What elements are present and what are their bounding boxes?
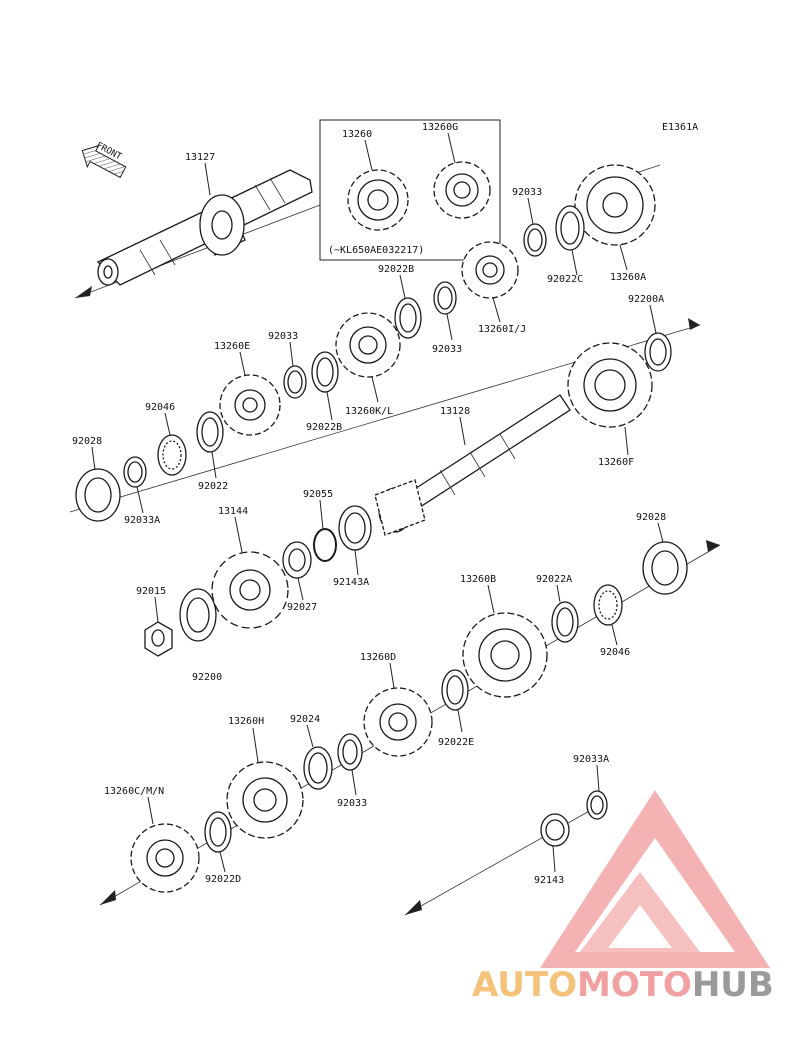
gear-13260	[347, 169, 409, 231]
ring-92022C	[555, 205, 585, 251]
ring-92022B-top	[394, 297, 422, 339]
label-92022-left: 92022	[198, 481, 228, 492]
ring-92033-left	[283, 365, 307, 399]
ring-92200A	[644, 332, 672, 372]
watermark-logo	[540, 790, 770, 968]
ring-92033-low	[337, 733, 363, 771]
bearing-92046-left	[157, 434, 187, 476]
watermark-moto: MOTO	[577, 965, 692, 1005]
ring-92033-mid	[433, 281, 457, 315]
part-labels: E1361A (~KL650AE032217) 13127 13260 1326…	[72, 122, 698, 886]
label-92033-mid: 92033	[432, 344, 462, 355]
gear-13260CMN	[130, 823, 200, 893]
watermark-hub: HUB	[692, 965, 774, 1005]
gear-13260F	[567, 342, 653, 428]
label-92022B-top: 92022B	[378, 264, 414, 275]
gear-13260D	[363, 687, 433, 757]
svg-text:AUTOMOTOHUB: AUTOMOTOHUB	[472, 965, 774, 1005]
label-13127: 13127	[185, 152, 215, 163]
watermark-auto: AUTO	[472, 965, 577, 1005]
oring-92055	[313, 528, 337, 562]
box-note: (~KL650AE032217)	[328, 245, 424, 256]
label-92022E: 92022E	[438, 737, 474, 748]
label-92200: 92200	[192, 672, 222, 683]
nut-92015	[144, 621, 173, 657]
ring-92022-left	[196, 411, 224, 453]
label-92033-left: 92033	[268, 331, 298, 342]
ring-92033A-right	[586, 790, 608, 820]
label-13260B: 13260B	[460, 574, 496, 585]
main-shaft-13127	[96, 169, 313, 286]
label-92015: 92015	[136, 586, 166, 597]
gear-13260G	[433, 161, 491, 219]
ring-92022D	[204, 811, 232, 853]
label-13128: 13128	[440, 406, 470, 417]
ring-92022B-low	[311, 351, 339, 393]
label-92033A-left: 92033A	[124, 515, 160, 526]
front-arrow-icon	[81, 144, 127, 179]
label-13144: 13144	[218, 506, 248, 517]
collar-92143	[540, 813, 570, 847]
bearing-92028-left	[75, 468, 121, 522]
gear-13260IJ	[461, 241, 519, 299]
label-92046-right: 92046	[600, 647, 630, 658]
gear-13260KL	[335, 312, 401, 378]
label-13260G: 13260G	[422, 122, 458, 133]
ring-92022E	[441, 669, 469, 711]
label-92024: 92024	[290, 714, 320, 725]
drive-shaft-13128	[374, 394, 571, 536]
label-13260H: 13260H	[228, 716, 264, 727]
label-92200A: 92200A	[628, 294, 664, 305]
label-13260D: 13260D	[360, 652, 396, 663]
collar-92027	[282, 541, 312, 579]
label-92143: 92143	[534, 875, 564, 886]
label-92033-low: 92033	[337, 798, 367, 809]
label-13260A: 13260A	[610, 272, 646, 283]
label-92022A: 92022A	[536, 574, 572, 585]
ring-92033A-left	[123, 456, 147, 488]
label-13260E: 13260E	[214, 341, 250, 352]
ring-92022A	[551, 601, 579, 643]
ref-code: E1361A	[662, 122, 698, 133]
watermark-text: AUTOMOTOHUB	[472, 965, 774, 1005]
leader-lines	[91, 132, 664, 873]
ring-92024	[303, 746, 333, 790]
label-92143A: 92143A	[333, 577, 369, 588]
label-13260KL: 13260K/L	[345, 406, 393, 417]
label-13260CMN: 13260C/M/N	[104, 786, 164, 797]
label-92046-left: 92046	[145, 402, 175, 413]
label-13260: 13260	[342, 129, 372, 140]
sprocket-13144	[211, 551, 289, 629]
inset-box	[319, 119, 501, 261]
label-92027: 92027	[287, 602, 317, 613]
label-92055: 92055	[303, 489, 333, 500]
label-92022C: 92022C	[547, 274, 583, 285]
ring-92143A	[338, 505, 372, 551]
ring-92033-top	[523, 223, 547, 257]
label-92033A-right: 92033A	[573, 754, 609, 765]
label-92022B-low: 92022B	[306, 422, 342, 433]
gear-13260E	[219, 374, 281, 436]
label-92033-top: 92033	[512, 187, 542, 198]
label-92028-left: 92028	[72, 436, 102, 447]
label-13260F: 13260F	[598, 457, 634, 468]
gear-13260A	[574, 164, 656, 246]
bearing-92028-right	[642, 541, 688, 595]
washer-92200	[179, 588, 217, 642]
gear-13260H	[226, 761, 304, 839]
label-92028-right: 92028	[636, 512, 666, 523]
label-92022D: 92022D	[205, 874, 241, 885]
label-13260IJ: 13260I/J	[478, 324, 526, 335]
bearing-92046-right	[593, 584, 623, 626]
gear-13260B	[462, 612, 548, 698]
